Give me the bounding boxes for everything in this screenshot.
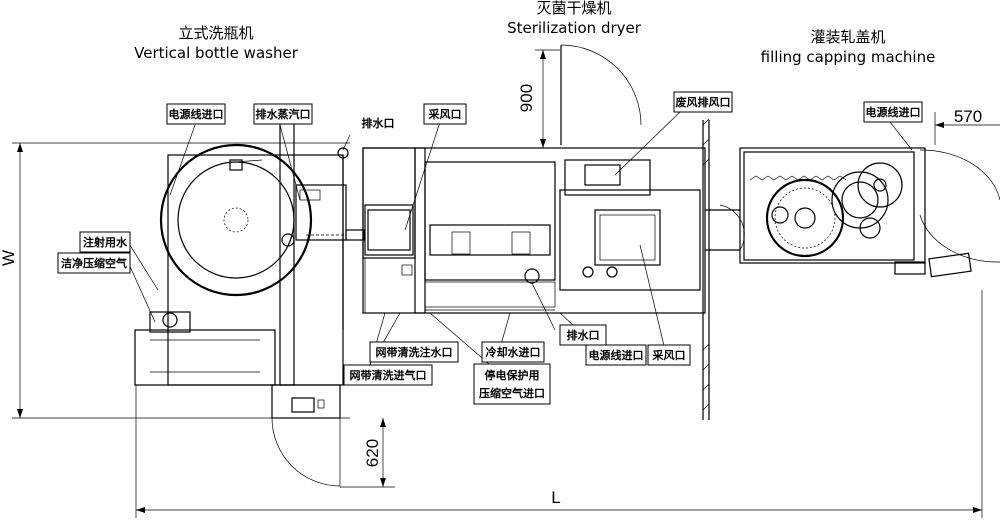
svg-text:电源线进口: 电源线进口 [169, 107, 224, 121]
dimension-570-label: 570 [954, 107, 982, 126]
dimension-l: L [135, 290, 983, 518]
dimension-w-label: W [0, 250, 18, 266]
room-walls [271, 44, 710, 487]
svg-text:洁净压缩空气: 洁净压缩空气 [61, 256, 127, 270]
svg-text:停电保护用: 停电保护用 [485, 368, 540, 382]
filler-title-en: filling capping machine [761, 48, 936, 66]
svg-text:排水口: 排水口 [567, 328, 600, 342]
label-drain-2: 排水口 [559, 324, 607, 346]
svg-text:注射用水: 注射用水 [83, 235, 128, 249]
svg-text:电源线进口: 电源线进口 [589, 348, 644, 362]
label-power-inlet-2: 电源线进口 [585, 344, 647, 366]
dimension-620-label: 620 [363, 439, 382, 467]
dimension-w: W [0, 142, 350, 419]
svg-text:网带清洗注水口: 网带清洗注水口 [376, 345, 453, 359]
sterilization-dryer [362, 147, 740, 314]
svg-text:电源线进口: 电源线进口 [866, 105, 921, 119]
label-power-fail-air: 停电保护用 压缩空气进口 [473, 363, 551, 405]
washer-title-en: Vertical bottle washer [134, 44, 299, 62]
svg-text:采风口: 采风口 [652, 348, 686, 362]
label-injection-water: 注射用水 [79, 231, 131, 253]
dimension-620: 620 [340, 418, 395, 488]
filler-title-cn: 灌装轧盖机 [810, 28, 885, 46]
dryer-title-cn: 灭菌干燥机 [536, 0, 611, 17]
leader-lines [127, 111, 913, 373]
label-air-intake-1: 采风口 [423, 103, 467, 125]
dimension-900: 900 [517, 49, 560, 148]
svg-text:废风排风口: 废风排风口 [676, 95, 731, 109]
dryer-title-en: Sterilization dryer [507, 19, 642, 37]
dimension-900-label: 900 [517, 84, 536, 112]
svg-text:排水口: 排水口 [362, 116, 395, 130]
svg-text:排水蒸汽口: 排水蒸汽口 [256, 107, 311, 121]
dimension-570: 570 [934, 107, 1000, 145]
label-cooling-water: 冷却水进口 [481, 341, 545, 363]
label-power-inlet-1: 电源线进口 [166, 103, 226, 125]
label-drain-1: 排水口 [362, 116, 395, 130]
svg-text:压缩空气进口: 压缩空气进口 [479, 386, 545, 400]
svg-text:冷却水进口: 冷却水进口 [486, 345, 541, 359]
svg-text:网带清洗进气口: 网带清洗进气口 [350, 368, 427, 382]
label-power-inlet-3: 电源线进口 [863, 101, 923, 123]
label-belt-water: 网带清洗注水口 [369, 341, 459, 363]
filling-capping-machine [719, 147, 1000, 278]
dimension-l-label: L [551, 488, 560, 507]
label-clean-air: 洁净压缩空气 [57, 252, 131, 274]
washer-title-cn: 立式洗瓶机 [178, 24, 253, 42]
label-belt-air: 网带清洗进气口 [343, 364, 433, 386]
bottle-washer [134, 119, 365, 419]
label-drain-steam: 排水蒸汽口 [253, 103, 313, 125]
label-exhaust: 废风排风口 [673, 91, 733, 113]
label-air-intake-2: 采风口 [647, 344, 691, 366]
svg-text:采风口: 采风口 [428, 107, 462, 121]
